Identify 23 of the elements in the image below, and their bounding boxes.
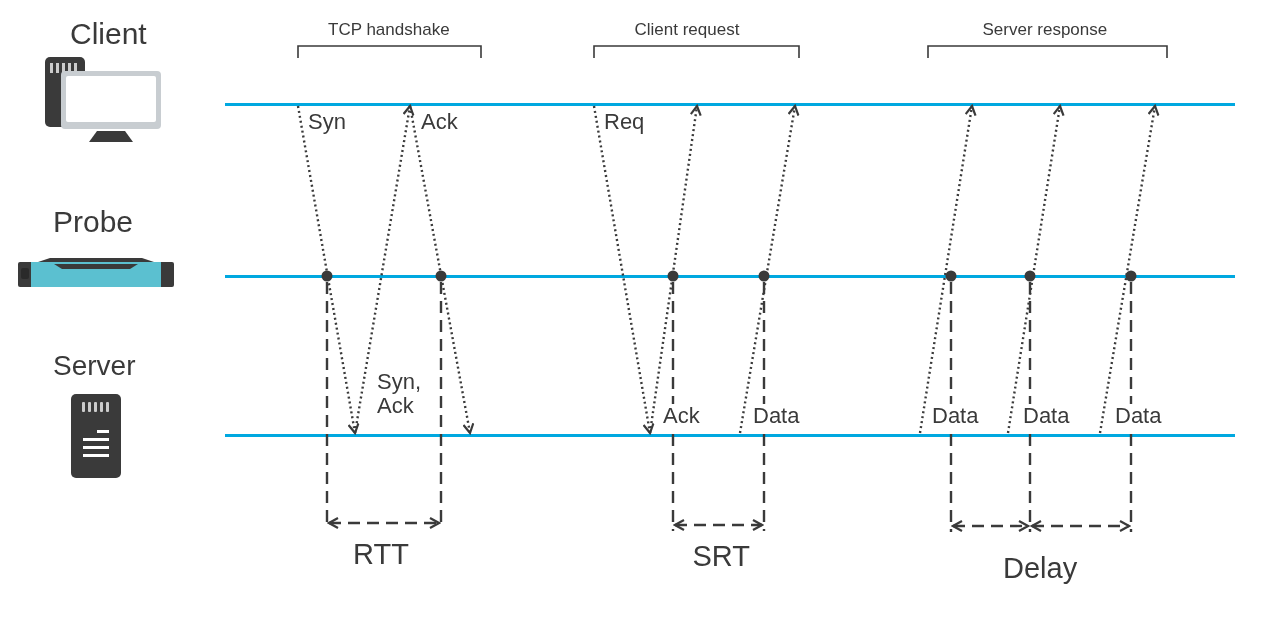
message-arrow	[738, 104, 800, 434]
message-arrow	[592, 105, 655, 435]
message-label: Data	[1114, 404, 1163, 429]
phase-label: Client request	[634, 21, 740, 38]
lifeline-label: Probe	[53, 207, 134, 237]
message-arrow	[408, 105, 475, 435]
message-label: Data	[931, 404, 980, 429]
message-label: Ack	[662, 404, 701, 429]
message-arrow	[1098, 104, 1160, 434]
message-arrow	[648, 104, 702, 434]
measurement-label: SRT	[692, 542, 750, 571]
message-arrow	[353, 104, 415, 434]
message-arrow	[296, 105, 360, 435]
measurement-label: Delay	[1003, 554, 1078, 583]
message-label: Data	[1022, 404, 1071, 429]
phase-label: TCP handshake	[328, 21, 450, 38]
phase-label: Server response	[982, 21, 1108, 38]
message-label: Data	[752, 404, 801, 429]
message-arrow	[1006, 104, 1065, 434]
message-arrow	[918, 104, 977, 434]
lifeline-label: Client	[70, 19, 147, 49]
measurement-label: RTT	[353, 540, 409, 569]
lifeline-label: Server	[53, 352, 136, 380]
